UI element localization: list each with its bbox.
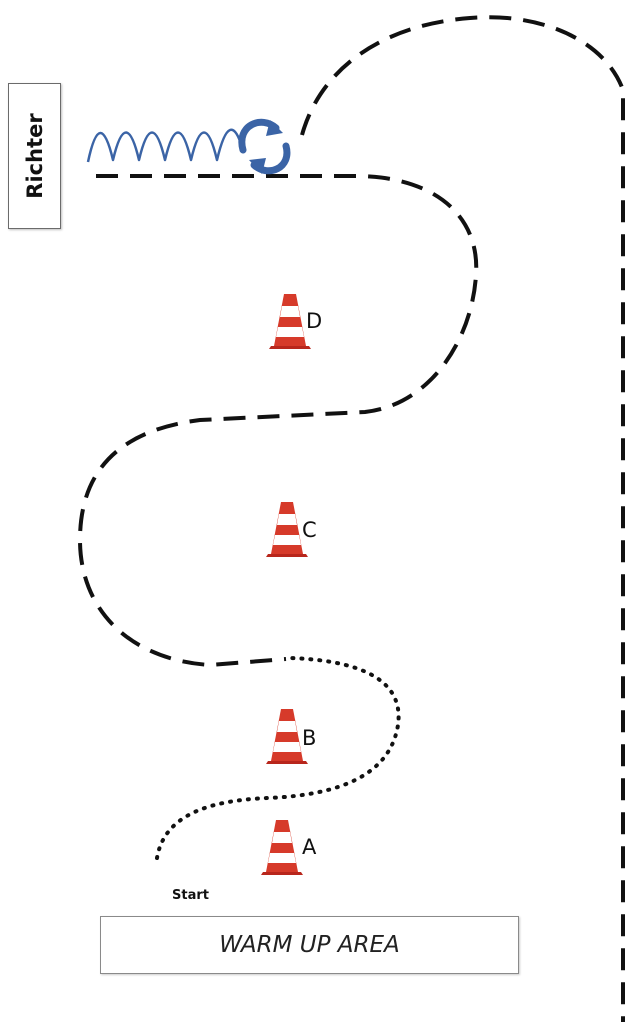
start-label: Start bbox=[172, 888, 209, 903]
cone-icon-b bbox=[266, 709, 308, 764]
cone-label-d: D bbox=[306, 309, 323, 333]
cone-icon-d bbox=[269, 294, 311, 349]
cone-icon-a bbox=[261, 820, 303, 875]
warmup-area-box: WARM UP AREA bbox=[100, 916, 519, 974]
dashed-route-path bbox=[77, 174, 479, 668]
cone-label-a: A bbox=[302, 835, 317, 859]
dotted-start-path bbox=[155, 656, 401, 860]
warmup-area-label: WARM UP AREA bbox=[219, 932, 400, 958]
cone-label-b: B bbox=[302, 726, 317, 750]
judge-label: Richter bbox=[22, 113, 47, 199]
dashed-outer-loop bbox=[300, 15, 625, 1022]
turn-icon bbox=[238, 118, 291, 175]
judge-box: Richter bbox=[8, 83, 61, 229]
cone-label-c: C bbox=[302, 518, 317, 542]
wave-zigzag bbox=[86, 128, 245, 163]
cone-icon-c bbox=[266, 502, 308, 557]
